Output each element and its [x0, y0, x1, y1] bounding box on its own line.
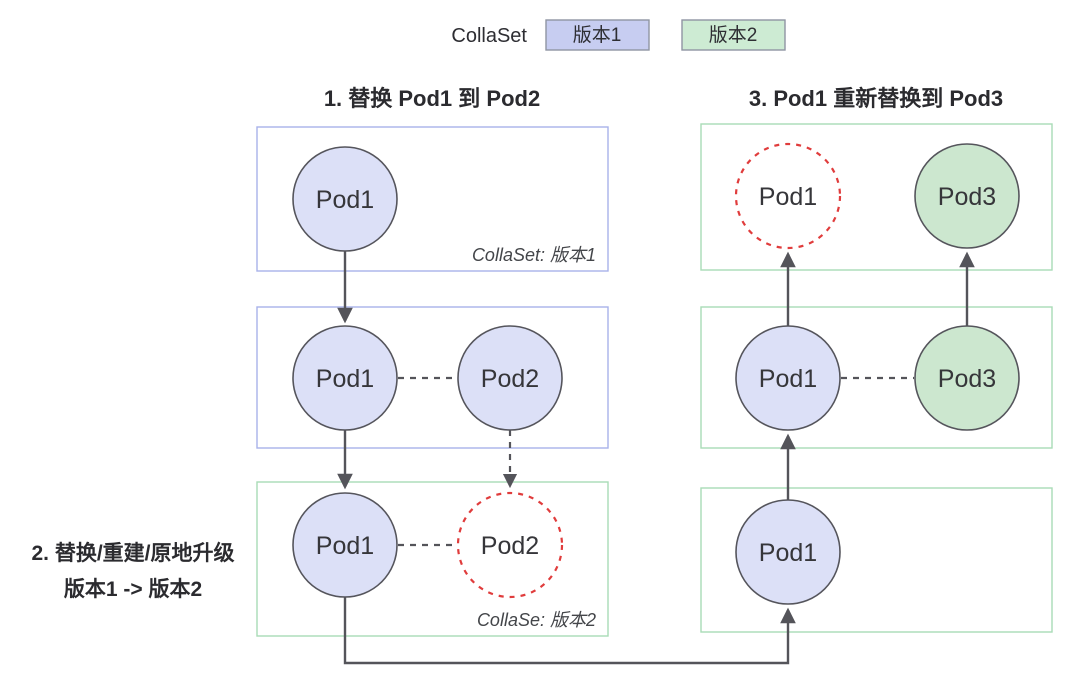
box1-border [256, 126, 609, 272]
box4-pod1-deleted-circle [734, 142, 842, 250]
legend-swatch-version1 [545, 19, 650, 51]
box6-start-state: Pod1 [700, 487, 1053, 633]
box4-pod1-label: Pod1 [759, 183, 817, 211]
box1-caption: CollaSet: 版本1 [472, 245, 596, 265]
box6-border [700, 487, 1053, 633]
step2-label: 2. 替换/重建/原地升级 版本1 -> 版本2 [31, 541, 234, 601]
step2-label-line1: 2. 替换/重建/原地升级 [31, 541, 234, 565]
box4-pod3-circle [914, 143, 1020, 249]
box3-pod2-deleted-circle [456, 491, 564, 599]
box5-pod3-label: Pod3 [938, 365, 996, 393]
box3-collaset-v2: Pod1 Pod2 CollaSe: 版本2 [256, 481, 609, 637]
box2-pod2-label: Pod2 [481, 365, 539, 393]
legend-label-version1: 版本1 [573, 24, 622, 46]
box3-border [256, 481, 609, 637]
legend-label-version2: 版本2 [709, 24, 758, 46]
box3-pod2-label: Pod2 [481, 532, 539, 560]
box1-collaset-v1: Pod1 CollaSet: 版本1 [256, 126, 609, 272]
box4-pod3-label: Pod3 [938, 183, 996, 211]
legend-swatch-version2 [681, 19, 786, 51]
step2-label-line2: 版本1 -> 版本2 [64, 577, 202, 601]
box3-caption: CollaSe: 版本2 [477, 610, 596, 630]
legend: CollaSet 版本1 版本2 [451, 19, 786, 51]
step1-title: 1. 替换 Pod1 到 Pod2 [324, 86, 540, 111]
box6-pod1-label: Pod1 [759, 539, 817, 567]
step3-title: 3. Pod1 重新替换到 Pod3 [749, 86, 1003, 111]
box5-replace-step: Pod1 Pod3 [700, 306, 1053, 449]
box4-border [700, 123, 1053, 271]
box4-final-state: Pod1 Pod3 [700, 123, 1053, 271]
box5-pod1-label: Pod1 [759, 365, 817, 393]
box2-border [256, 306, 609, 449]
box3-pod1-label: Pod1 [316, 532, 374, 560]
box5-border [700, 306, 1053, 449]
box2-replace-step: Pod1 Pod2 [256, 306, 609, 449]
box2-pod1-label: Pod1 [316, 365, 374, 393]
arrow-box3pod1-to-box6pod1 [343, 597, 796, 665]
box1-pod1-label: Pod1 [316, 186, 374, 214]
legend-title: CollaSet [451, 25, 527, 47]
